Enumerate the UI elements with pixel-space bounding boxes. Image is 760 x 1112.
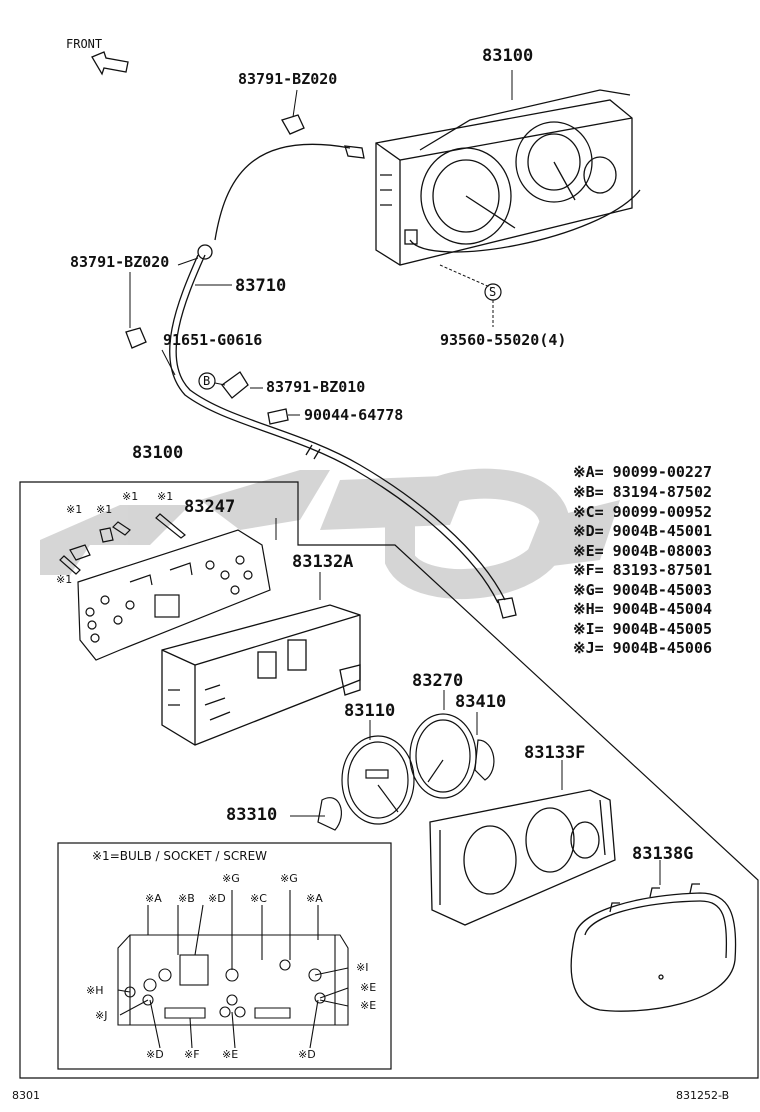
label-93560-55020: 93560-55020(4)	[440, 331, 567, 349]
exploded-view-boundary	[19, 481, 759, 1079]
callout-s: S	[489, 285, 497, 299]
star1-marker-3: ※1	[66, 503, 83, 516]
inset-label-e3: ※E	[222, 1048, 239, 1061]
inset-label-a1: ※A	[145, 892, 162, 905]
inset-label-c: ※C	[250, 892, 267, 905]
label-83710: 83710	[235, 276, 287, 296]
front-label: FRONT	[66, 37, 103, 51]
label-83247: 83247	[184, 497, 236, 517]
clamp-83791-bz010	[221, 371, 249, 399]
inset-label-e2: ※E	[360, 999, 377, 1012]
label-83791-bz020-upper: 83791-BZ020	[238, 70, 338, 88]
label-83133f: 83133F	[524, 743, 586, 763]
footer-page-code: 8301	[12, 1089, 40, 1102]
star1-marker-1: ※1	[122, 490, 139, 503]
legend-a: ※A= 90099-00227	[573, 463, 712, 481]
legend-j: ※J= 9004B-45006	[573, 639, 712, 657]
label-83410: 83410	[455, 692, 507, 712]
speedometer-cable-83710	[169, 143, 517, 619]
inset-label-f: ※F	[184, 1048, 200, 1061]
inset-box	[57, 842, 392, 1070]
tachometer-dial-83270	[409, 713, 477, 799]
legend-f: ※F= 83193-87501	[573, 561, 712, 579]
callout-b-circle	[198, 372, 216, 390]
inset-title: ※1=BULB / SOCKET / SCREW	[92, 849, 268, 863]
label-83270: 83270	[412, 671, 464, 691]
label-83100-exploded: 83100	[132, 443, 184, 463]
label-83791-bz020-lower: 83791-BZ020	[70, 253, 170, 271]
label-91651-g0616: 91651-G0616	[163, 331, 263, 349]
clamp-83791-bz020-upper	[281, 114, 305, 135]
cluster-assembly-83100	[375, 89, 641, 266]
clamp-83791-bz020-lower	[125, 327, 147, 349]
inset-label-b: ※B	[178, 892, 195, 905]
legend-e: ※E= 9004B-08003	[573, 542, 712, 560]
star1-marker-4: ※1	[96, 503, 113, 516]
label-83110: 83110	[344, 701, 396, 721]
label-83310: 83310	[226, 805, 278, 825]
legend-c: ※C= 90099-00952	[573, 503, 712, 521]
star1-marker-5: ※1	[56, 573, 73, 586]
legend-g: ※G= 9004B-45003	[573, 581, 712, 599]
bulb-socket-screws	[59, 513, 186, 575]
grommet-90044	[267, 408, 289, 425]
leader-lines	[129, 70, 661, 885]
label-90044-64778: 90044-64778	[304, 406, 404, 424]
front-arrow-icon	[91, 51, 129, 76]
inset-label-d-bl: ※D	[146, 1048, 164, 1061]
inset-label-a2: ※A	[306, 892, 323, 905]
inset-label-d-br: ※D	[298, 1048, 316, 1061]
inset-label-h: ※H	[86, 984, 104, 997]
legend-d: ※D= 9004B-45001	[573, 522, 712, 540]
inset-label-j: ※J	[95, 1009, 108, 1022]
inset-label-d-top: ※D	[208, 892, 226, 905]
label-83138g: 83138G	[632, 844, 694, 864]
cluster-glass-83138g	[570, 883, 737, 1012]
label-83132a: 83132A	[292, 552, 354, 572]
star1-marker-2: ※1	[157, 490, 174, 503]
callout-b: B	[203, 374, 211, 388]
legend-i: ※I= 9004B-45005	[573, 620, 712, 638]
dial-plate-83133f	[429, 789, 616, 926]
printed-circuit-83247	[77, 529, 271, 661]
fuel-gauge-83410	[474, 739, 495, 781]
temp-gauge-83310	[317, 797, 343, 831]
speedometer-dial-83110	[341, 735, 415, 825]
footer-figure-code: 831252-B	[676, 1089, 730, 1102]
cluster-case-83132a	[161, 604, 361, 746]
inset-label-g2: ※G	[280, 872, 298, 885]
inset-label-g1: ※G	[222, 872, 240, 885]
label-83791-bz010: 83791-BZ010	[266, 378, 366, 396]
inset-circuit-detail	[117, 890, 349, 1049]
legend-h: ※H= 9004B-45004	[573, 600, 712, 618]
callout-s-circle	[484, 283, 502, 301]
label-83100-top: 83100	[482, 46, 534, 66]
inset-label-i: ※I	[356, 961, 369, 974]
legend-b: ※B= 83194-87502	[573, 483, 712, 501]
inset-label-e1: ※E	[360, 981, 377, 994]
